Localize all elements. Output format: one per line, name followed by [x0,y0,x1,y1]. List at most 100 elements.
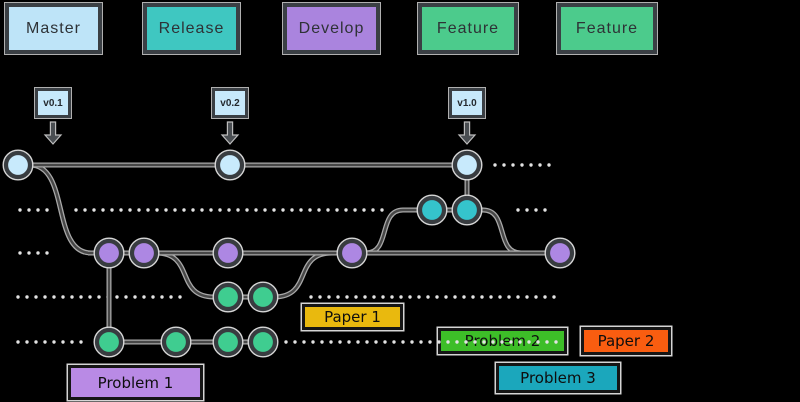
dotted-line-release [173,208,177,212]
dotted-line-feature-1 [79,295,83,299]
dotted-line-feature-1 [534,295,538,299]
dotted-line-release [182,208,186,212]
link-0-halo [29,162,92,256]
dotted-line-feature-2 [320,340,324,344]
label-problem-2: Problem 2 [438,328,567,354]
dotted-line-release [335,208,339,212]
dotted-line-master [547,163,551,167]
dotted-line-release [191,208,195,212]
dotted-line-feature-1 [507,295,511,299]
dotted-line-master [493,163,497,167]
commit-node-halo [336,237,368,269]
commit-node-feature-2 [248,327,278,357]
dotted-line-feature-1 [178,295,182,299]
legend-label: Feature [436,19,500,37]
dotted-line-release [119,208,123,212]
commit-node-halo [451,149,483,181]
annotation-text: Problem 2 [464,332,541,350]
dotted-line-release [164,208,168,212]
commit-node-halo [212,237,244,269]
dotted-line-feature-1 [480,295,484,299]
commit-node-develop [337,238,367,268]
dotted-line-feature-1 [34,295,38,299]
label-paper-1: Paper 1 [302,304,403,330]
dotted-line-feature-2 [34,340,38,344]
dotted-line-feature-1 [151,295,155,299]
dotted-line-release [281,208,285,212]
commit-node-halo [247,326,279,358]
legend-box-develop-2: Develop [283,3,380,54]
commit-node-master [215,150,245,180]
dotted-line-feature-1 [142,295,146,299]
dotted-line-release [18,208,22,212]
dotted-line-feature-2 [61,340,65,344]
dotted-line-release [227,208,231,212]
commit-node-feature-2 [213,327,243,357]
commit-node-develop [94,238,124,268]
dotted-line-release [353,208,357,212]
dotted-line-release [534,208,538,212]
commit-node-halo [93,326,125,358]
dotted-line-release [137,208,141,212]
dotted-line-feature-1 [160,295,164,299]
commit-node-halo [544,237,576,269]
legend-box-feature-3: Feature [418,3,518,54]
commit-node-develop [545,238,575,268]
dotted-line-feature-2 [329,340,333,344]
commit-node-halo [416,194,448,226]
link-4-halo [365,207,404,256]
dotted-line-feature-1 [525,295,529,299]
dotted-line-release [200,208,204,212]
dotted-line-feature-1 [363,295,367,299]
dotted-line-master [520,163,524,167]
dotted-line-feature-1 [372,295,376,299]
dotted-line-feature-1 [336,295,340,299]
dotted-line-feature-2 [410,340,414,344]
commit-node-halo [160,326,192,358]
legend-label: Release [158,19,225,37]
down-arrow-icon [457,121,477,145]
commit-node-develop [213,238,243,268]
dotted-line-feature-1 [70,295,74,299]
dotted-line-release [371,208,375,212]
dotted-line-feature-1 [462,295,466,299]
dotted-line-feature-2 [293,340,297,344]
dotted-line-develop [27,251,31,255]
dotted-line-release [209,208,213,212]
commit-node-master [3,150,33,180]
dotted-line-feature-1 [327,295,331,299]
dotted-line-feature-1 [426,295,430,299]
dotted-line-feature-1 [43,295,47,299]
dotted-line-feature-1 [444,295,448,299]
dotted-line-release [155,208,159,212]
legend-box-feature-4: Feature [557,3,657,54]
dotted-line-feature-1 [106,295,110,299]
dotted-line-feature-1 [16,295,20,299]
commit-node-feature-2 [161,327,191,357]
commit-node-halo [451,194,483,226]
dotted-line-feature-2 [284,340,288,344]
dotted-line-release [36,208,40,212]
annotation-text: Problem 1 [97,373,174,392]
link-0 [29,163,92,255]
dotted-line-feature-1 [408,295,412,299]
annotation-text: Paper 1 [324,308,381,326]
dotted-line-feature-2 [70,340,74,344]
annotation-text: Problem 3 [520,369,596,387]
dotted-line-feature-2 [25,340,29,344]
down-arrow-icon [43,121,63,145]
link-3 [273,251,333,299]
commit-node-halo [128,237,160,269]
dotted-line-feature-1 [25,295,29,299]
commit-node-feature-1 [213,282,243,312]
annotation-text: Paper 2 [597,332,655,350]
dotted-line-release [290,208,294,212]
dotted-line-feature-1 [453,295,457,299]
dotted-line-feature-1 [61,295,65,299]
dotted-line-feature-2 [338,340,342,344]
dotted-line-feature-2 [401,340,405,344]
dotted-line-release [525,208,529,212]
dotted-line-feature-1 [354,295,358,299]
dotted-line-feature-2 [311,340,315,344]
